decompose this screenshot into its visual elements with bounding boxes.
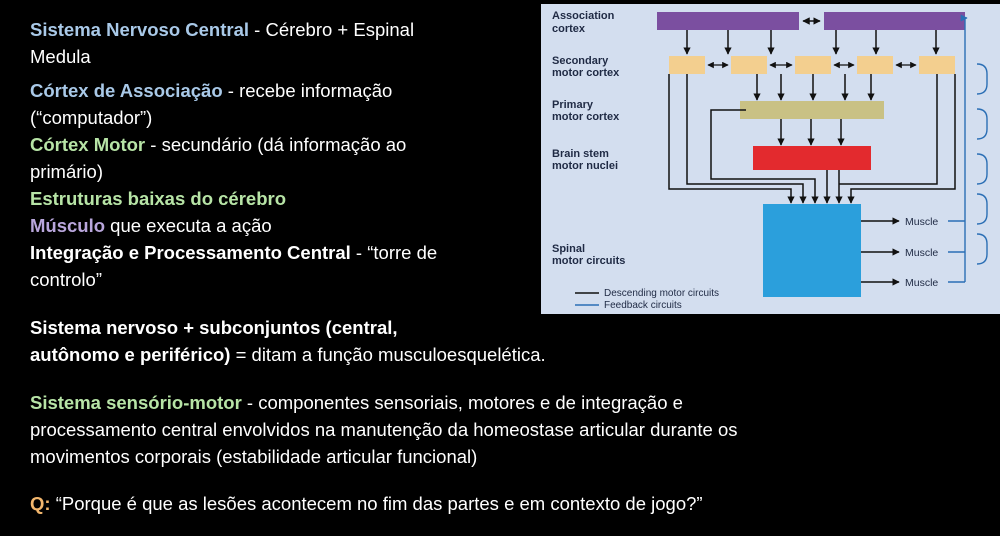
line-motor: Córtex Motor - secundário (dá informação…: [30, 131, 406, 158]
association-cortex-left: [657, 12, 799, 30]
line-sensorimotor-cont-1: processamento central envolvidos na manu…: [30, 419, 738, 440]
line-nervous-system-cont: autônomo e periférico) = ditam a função …: [30, 341, 546, 368]
primary-motor-cortex: [740, 101, 884, 119]
term-muscle: Músculo: [30, 215, 106, 236]
label-association-1: Association: [552, 10, 615, 22]
term-assoc-cortex: Córtex de Associação: [30, 80, 223, 101]
association-cortex-right: [824, 12, 965, 30]
term-subsets: autônomo e periférico): [30, 344, 231, 365]
desc-muscle: que executa a ação: [105, 215, 272, 236]
secondary-to-primary-arrows: [753, 74, 875, 101]
label-association-2: cortex: [552, 23, 586, 35]
line-integration-cont: controlo”: [30, 269, 102, 290]
term-snc: Sistema Nervoso Central: [30, 19, 250, 40]
line-sensorimotor: Sistema sensório-motor - componentes sen…: [30, 389, 683, 416]
label-primary-1: Primary: [552, 99, 594, 111]
assoc-to-secondary-arrows: [683, 30, 940, 55]
label-spinal-2: motor circuits: [552, 255, 625, 267]
desc-assoc: - recebe informação: [222, 80, 393, 101]
secondary-motor-cortex-blocks: [669, 56, 955, 74]
label-secondary-2: motor cortex: [552, 67, 620, 79]
feedback-circuits: [948, 14, 988, 283]
descending-circuits: [668, 74, 956, 204]
line-question: Q: “Porque é que as lesões acontecem no …: [30, 490, 703, 517]
desc-snc: - Cérebro + Espinal: [249, 19, 415, 40]
legend-feedback: Feedback circuits: [604, 300, 682, 311]
desc-motor: - secundário (dá informação ao: [145, 134, 407, 155]
line-snc-cont: Medula: [30, 46, 91, 67]
term-motor-cortex: Córtex Motor: [30, 134, 146, 155]
line-nervous-system: Sistema nervoso + subconjuntos (central,: [30, 317, 398, 338]
question-text: “Porque é que as lesões acontecem no fim…: [50, 493, 703, 514]
line-sensorimotor-cont-2: movimentos corporais (estabilidade artic…: [30, 446, 478, 467]
label-brainstem-2: motor nuclei: [552, 160, 618, 172]
brainstem-motor-nuclei: [753, 146, 871, 170]
muscle-output-arrows: [861, 217, 900, 286]
label-brainstem-1: Brain stem: [552, 148, 609, 160]
desc-subsets: = ditam a função musculoesquelética.: [230, 344, 546, 365]
line-assoc-cont: (“computador”): [30, 107, 153, 128]
line-assoc: Córtex de Associação - recebe informação: [30, 77, 392, 104]
spinal-motor-circuits: [763, 204, 861, 297]
term-sensorimotor: Sistema sensório-motor: [30, 392, 242, 413]
label-spinal-1: Spinal: [552, 243, 585, 255]
muscle-label-1: Muscle: [905, 216, 938, 228]
question-label: Q:: [30, 493, 51, 514]
desc-sensorimotor: - componentes sensoriais, motores e de i…: [241, 392, 683, 413]
line-integration: Integração e Processamento Central - “to…: [30, 239, 437, 266]
term-integration: Integração e Processamento Central: [30, 242, 351, 263]
line-motor-cont: primário): [30, 161, 103, 182]
label-primary-2: motor cortex: [552, 111, 620, 123]
diagram-svg: Association cortex Secondary motor corte…: [552, 10, 988, 311]
desc-integration: - “torre de: [350, 242, 438, 263]
line-muscle: Músculo que executa a ação: [30, 212, 272, 239]
line-lower-brain: Estruturas baixas do cérebro: [30, 188, 287, 209]
muscle-label-2: Muscle: [905, 247, 938, 259]
primary-to-brainstem-arrows: [777, 119, 845, 146]
label-secondary-1: Secondary: [552, 55, 609, 67]
legend-descending: Descending motor circuits: [604, 288, 719, 299]
motor-hierarchy-diagram: Association cortex Secondary motor corte…: [541, 4, 1000, 314]
line-snc: Sistema Nervoso Central - Cérebro + Espi…: [30, 16, 414, 43]
muscle-label-3: Muscle: [905, 277, 938, 289]
